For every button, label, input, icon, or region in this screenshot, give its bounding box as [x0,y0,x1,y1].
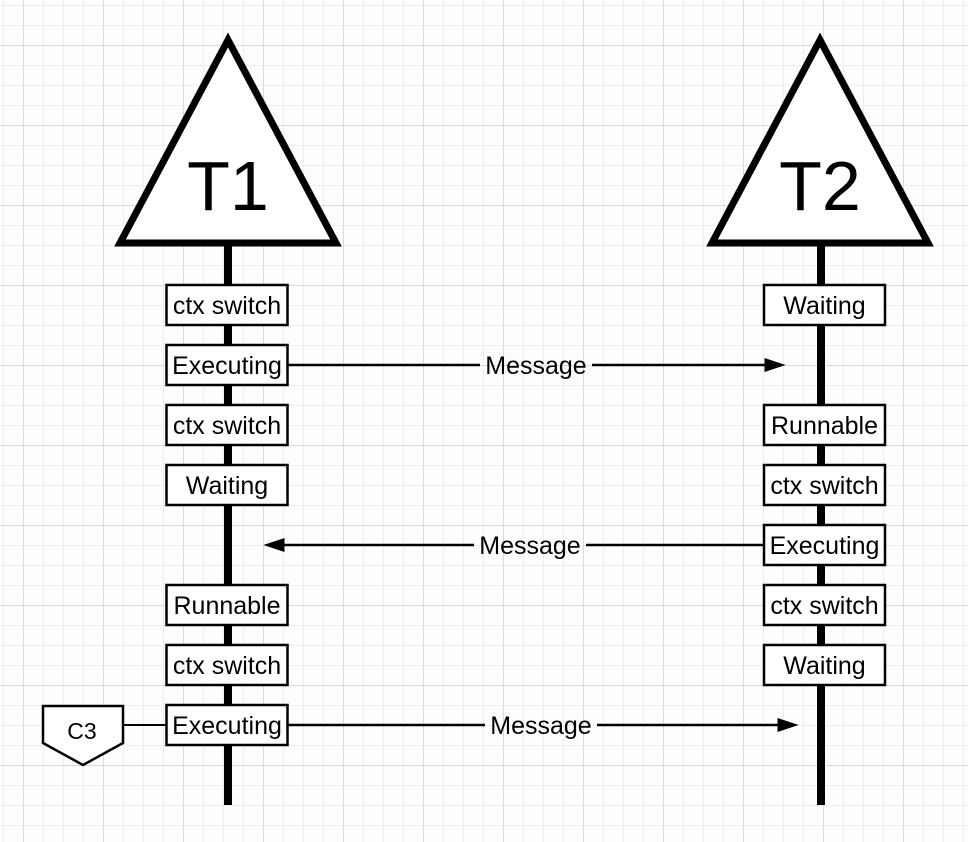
message-arrow-3[interactable]: Message [287,712,799,740]
state-label: Waiting [783,652,865,680]
state-label: Runnable [771,412,878,440]
state-label: Executing [770,532,880,560]
state-label: Waiting [783,292,865,320]
thread-head-t1[interactable]: T1 [114,32,342,247]
state-label: ctx switch [770,592,878,620]
t2-state-waiting-2[interactable]: Waiting [762,643,887,687]
t1-state-ctx-switch-2[interactable]: ctx switch [165,403,289,447]
t1-state-executing-1[interactable]: Executing [165,343,289,387]
arrowhead-left-icon [263,538,285,552]
state-label: ctx switch [770,472,878,500]
t1-label: T1 [187,147,269,225]
c3-shield-shape[interactable] [41,704,125,767]
t1-triangle[interactable] [114,32,342,247]
t1-state-waiting[interactable]: Waiting [165,463,289,507]
t1-state-ctx-switch-3[interactable]: ctx switch [165,643,289,687]
arrowhead-right-icon [777,718,799,732]
message-arrow-1[interactable]: Message [287,352,786,380]
state-label: ctx switch [173,652,281,680]
t1-state-executing-2[interactable]: Executing [165,703,289,747]
t2-label: T2 [779,147,861,225]
t1-state-ctx-switch-1[interactable]: ctx switch [165,283,289,327]
c3-label: C3 [67,718,96,744]
state-label: ctx switch [173,412,281,440]
state-label: Waiting [186,472,268,500]
t2-state-runnable[interactable]: Runnable [762,403,887,447]
t1-state-runnable[interactable]: Runnable [165,583,289,627]
state-label: Executing [172,352,282,380]
t2-state-ctx-switch-2[interactable]: ctx switch [762,583,887,627]
arrowhead-right-icon [764,358,786,372]
state-label: Runnable [173,592,280,620]
t2-state-ctx-switch-1[interactable]: ctx switch [762,463,887,507]
message-label: Message [479,532,580,560]
t2-state-executing[interactable]: Executing [762,523,887,567]
t2-state-waiting-1[interactable]: Waiting [762,283,887,327]
annotation-c3[interactable]: C3 [41,704,125,767]
state-label: ctx switch [173,292,281,320]
state-label: Executing [172,712,282,740]
t1-lifeline[interactable] [224,243,232,805]
thread-head-t2[interactable]: T2 [706,32,934,247]
message-label: Message [485,352,586,380]
message-label: Message [490,712,591,740]
t2-triangle[interactable] [706,32,934,247]
message-arrow-2[interactable]: Message [263,532,764,560]
